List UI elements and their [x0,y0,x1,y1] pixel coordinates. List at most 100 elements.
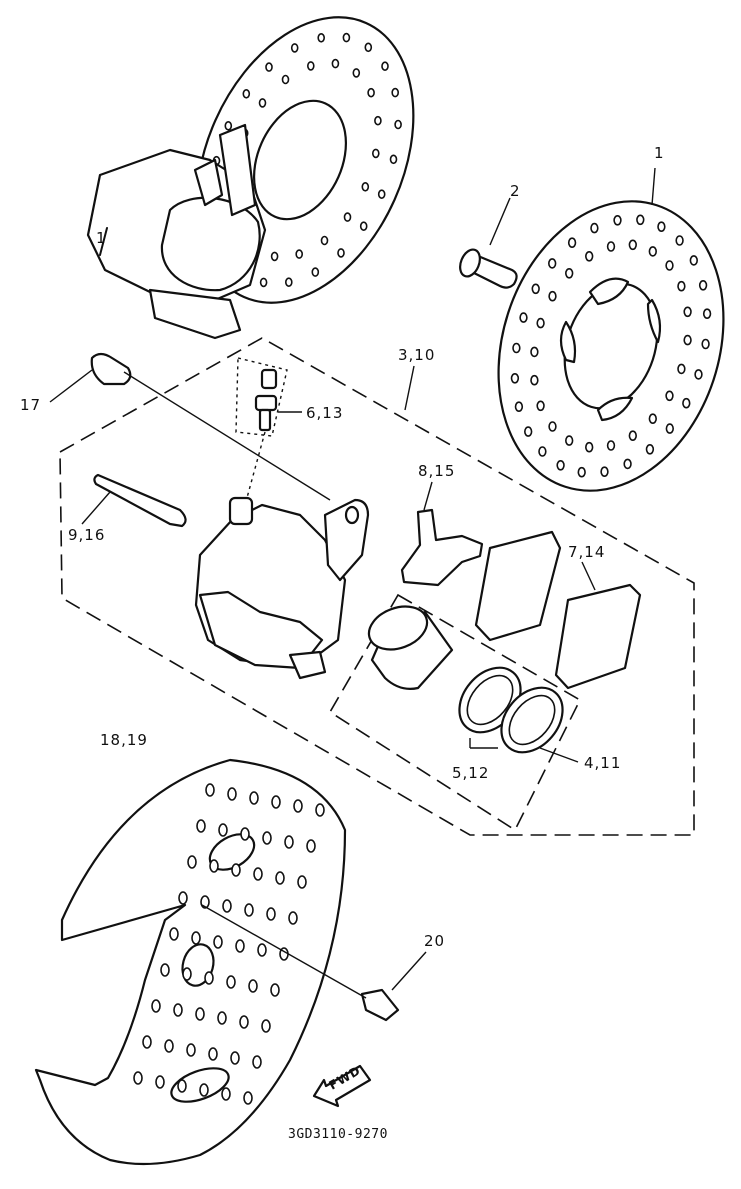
assembly-dashed-outline [59,337,695,836]
drilled-hole [514,401,524,413]
cover-hole [213,935,223,949]
drilled-hole [556,459,565,471]
drilled-hole [702,308,712,320]
drilled-hole [567,237,577,248]
piston [367,605,454,690]
drilled-hole [657,221,666,232]
drilled-hole [320,235,329,246]
callout-4-11: 4,11 [584,754,621,772]
cover-hole [182,967,192,981]
cover-hole [244,903,254,917]
callout-2: 2 [510,182,521,200]
cover-hole [239,1015,249,1029]
drilled-hole [377,189,386,199]
drilled-hole [577,466,586,478]
cover-hole [199,1083,209,1097]
drilled-hole [281,74,290,85]
cover-hole [155,1075,165,1089]
callout-5-12: 5,12 [452,764,489,782]
cover-hole [191,931,201,945]
drilled-hole [512,342,521,354]
drilled-hole [683,306,692,318]
cover-hole [240,827,250,841]
drilled-hole [371,148,380,159]
cover-hole [231,863,241,877]
drilled-hole [531,283,540,295]
drilled-hole [600,466,609,478]
drilled-hole [585,441,594,453]
drilled-hole [628,430,637,442]
cover-hole [218,823,228,837]
drilled-hole [359,221,368,231]
cover-hole [164,1039,174,1053]
drilled-hole [352,68,361,78]
drilled-hole [258,98,267,108]
callout-labels: 1 1 2 3,10 17 6,13 8,15 9,16 7,14 18,19 … [20,144,664,1142]
cover-hole [270,983,280,997]
cover-hole [208,1047,218,1061]
drilled-hole [636,214,645,226]
drilled-hole [311,267,320,277]
drilled-hole [606,440,616,451]
drilled-hole [381,61,389,71]
drilled-hole [698,279,708,291]
drilled-hole [623,458,632,470]
drilled-hole [565,267,574,279]
cover-hole [160,963,170,977]
cover-hole [288,911,298,925]
drilled-hole [224,121,233,131]
callout-9-16: 9,16 [68,526,105,544]
drilled-hole [331,58,340,69]
drilled-hole [648,246,657,257]
callout-6-13: 6,13 [306,404,343,422]
pad-spring [400,508,484,587]
bolt-17 [90,352,331,501]
bolt-2 [459,248,518,289]
drilled-hole [665,390,674,402]
caliper-body [194,496,370,680]
fwd-arrow-icon: FWD [312,1063,372,1108]
drilled-hole [548,421,557,432]
cover-hole [173,1003,183,1017]
drilled-hole [364,42,373,53]
cover-hole [249,791,259,805]
callout-18-19: 18,19 [100,731,148,749]
cover-hole [252,1055,262,1069]
drilled-hole [284,277,293,288]
drilled-hole [343,212,352,222]
drilled-hole [565,435,574,446]
cover-hole [226,975,236,989]
seals [458,666,564,754]
drilled-hole [367,87,375,98]
cover-hole [262,831,272,845]
disc-cover [34,758,347,1166]
drilled-hole [701,338,710,350]
drilled-hole [675,235,684,246]
drilled-hole [242,89,251,99]
drilled-hole [259,277,268,288]
pin [93,473,187,528]
drilled-hole [585,250,594,262]
drilled-hole [295,249,304,259]
brake-disc [497,200,725,492]
callout-1-caliper: 1 [96,229,107,247]
drilled-hole [677,363,686,375]
callout-8-15: 8,15 [418,462,455,480]
drilled-hole [389,154,398,165]
drilled-hole [665,260,674,271]
drilled-hole [265,62,273,72]
cover-hole [186,1043,196,1057]
cover-hole [204,971,214,985]
cover-hole [230,1051,240,1065]
drilled-hole [613,215,622,226]
drilled-hole [306,61,315,71]
cover-hole [196,819,206,833]
cover-hole [306,839,316,853]
cover-hole [271,795,281,809]
bolt-20 [201,904,400,1022]
drilled-hole [317,32,326,43]
leader-lines [49,167,656,991]
cover-hole [133,1071,143,1085]
drilled-hole [538,446,547,457]
